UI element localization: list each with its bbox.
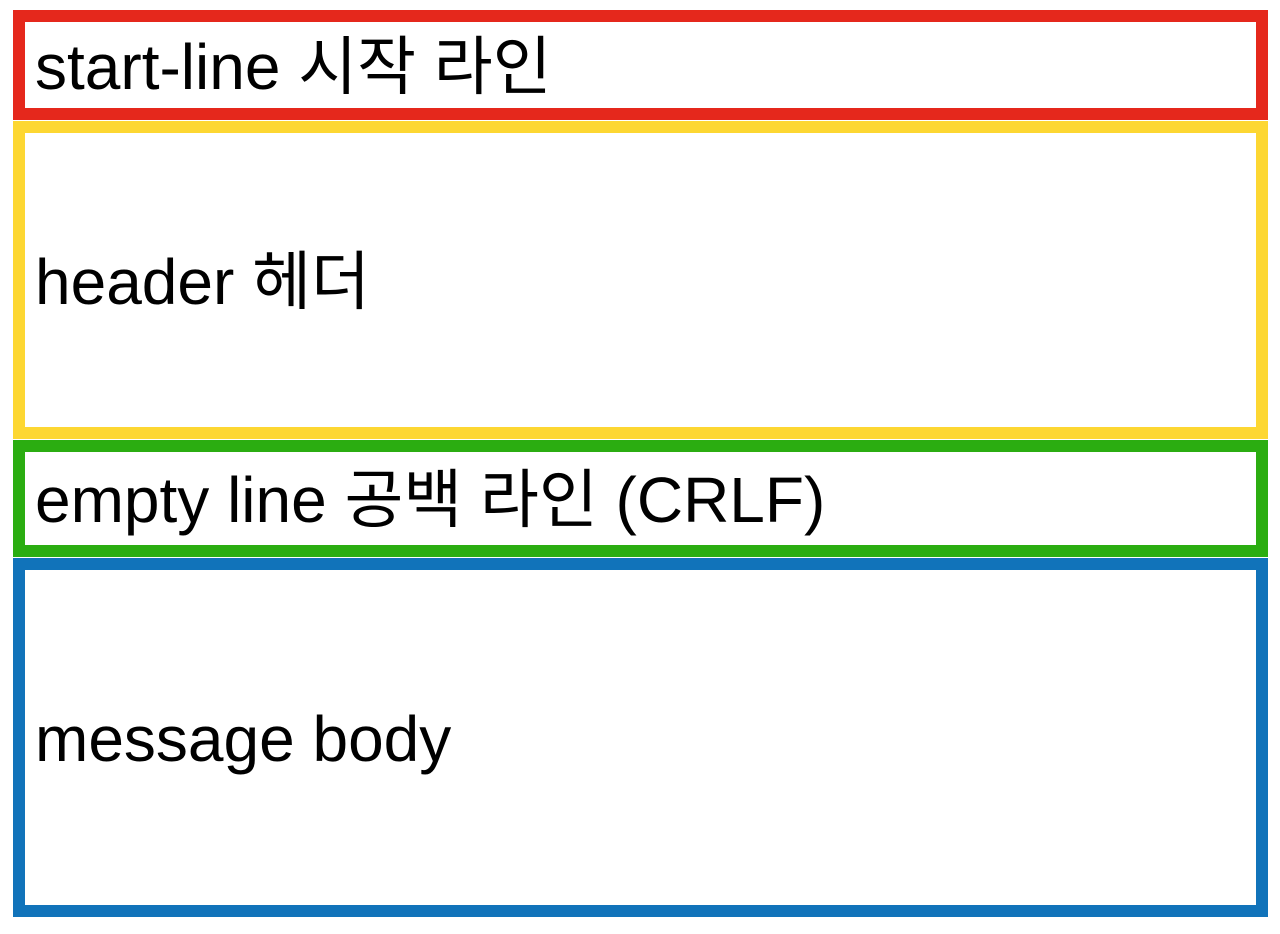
- message-body-box: message body: [13, 558, 1268, 917]
- empty-line-label: empty line 공백 라인 (CRLF): [35, 464, 826, 537]
- start-line-box: start-line 시작 라인: [13, 10, 1268, 120]
- message-body-label: message body: [35, 703, 452, 776]
- header-label: header 헤더: [35, 245, 370, 318]
- header-box: header 헤더: [13, 121, 1268, 439]
- empty-line-box: empty line 공백 라인 (CRLF): [13, 440, 1268, 557]
- http-message-structure-diagram: start-line 시작 라인 header 헤더 empty line 공백…: [13, 10, 1268, 917]
- start-line-label: start-line 시작 라인: [35, 30, 552, 103]
